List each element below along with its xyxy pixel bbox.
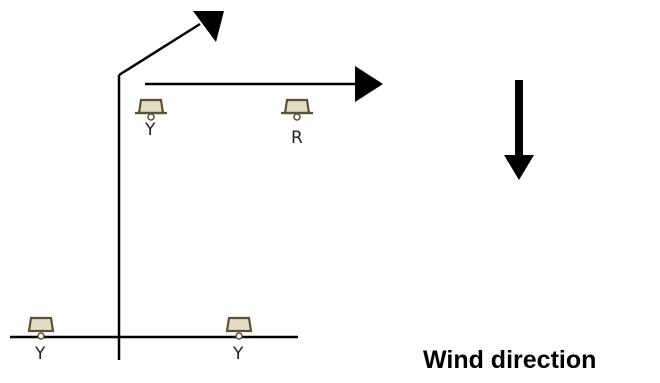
wind-direction-caption: Wind direction <box>423 346 597 374</box>
diagonal-arrowhead <box>193 11 224 42</box>
line-group <box>10 22 358 360</box>
marker-label: Y <box>144 120 156 140</box>
arrow-down-icon <box>504 80 534 180</box>
survey-station-icon <box>135 98 167 121</box>
marker-label: R <box>291 128 303 148</box>
diagonal-line <box>118 22 201 77</box>
survey-station-icon <box>281 98 313 121</box>
station-marker-upper-left: Y <box>135 98 167 140</box>
right-arrowhead <box>355 66 383 102</box>
station-marker-upper-right: R <box>281 98 313 148</box>
station-marker-lower-left: Y <box>27 316 55 364</box>
survey-station-icon <box>225 316 253 340</box>
survey-station-icon <box>27 316 55 340</box>
marker-label: Y <box>34 344 46 364</box>
station-marker-lower-right: Y <box>225 316 253 364</box>
marker-label: Y <box>232 344 244 364</box>
